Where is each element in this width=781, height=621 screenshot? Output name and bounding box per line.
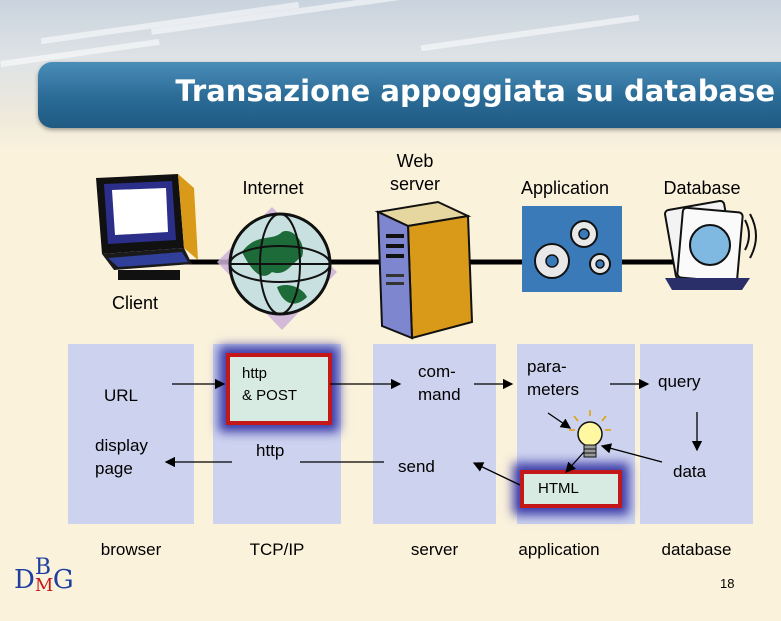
- gears-icon: [522, 206, 622, 292]
- title-bar: Transazione appoggiata su database: [38, 62, 781, 128]
- layer-label-database: database: [661, 540, 732, 559]
- send-text: send: [398, 457, 435, 476]
- layer-label-tcpip: TCP/IP: [249, 540, 305, 559]
- database-icon: [664, 200, 757, 290]
- dbmg-logo: D B M G: [14, 555, 74, 596]
- command-line1: com-: [418, 362, 456, 381]
- url-text: URL: [104, 386, 139, 405]
- client-label: Client: [111, 293, 159, 313]
- query-text: query: [658, 372, 701, 391]
- arrow-html-to-send: [472, 462, 521, 486]
- parameters-line2: meters: [527, 380, 579, 399]
- arrow-params-to-bulb: [547, 412, 572, 429]
- display-page-line1: display: [95, 436, 148, 455]
- layer-label-browser: browser: [100, 540, 162, 559]
- arrow-bulb-to-html: [565, 451, 585, 473]
- page-number: 18: [720, 576, 735, 591]
- browser-panel: [68, 344, 194, 524]
- logo-letter-m: M: [34, 575, 54, 596]
- logo-letter-d: D: [14, 565, 35, 595]
- logo-letter-g: G: [52, 565, 74, 595]
- html-text: HTML: [538, 480, 579, 497]
- parameters-line1: para-: [527, 357, 567, 376]
- database-label: Database: [663, 178, 741, 198]
- command-line2: mand: [418, 385, 461, 404]
- layer-label-application: application: [518, 540, 600, 559]
- web-server-label-line1: Web: [396, 151, 434, 171]
- logo-letter-b: B: [34, 555, 52, 580]
- server-panel: [373, 344, 496, 524]
- server-tower-icon: [374, 200, 474, 340]
- arrow-data-to-bulb: [600, 443, 663, 463]
- slide-title: Transazione appoggiata su database: [175, 74, 775, 108]
- data-text: data: [673, 462, 707, 481]
- globe-icon: [217, 207, 337, 330]
- http-response-text: http: [256, 441, 285, 460]
- layer-label-server: server: [410, 540, 459, 559]
- internet-label: Internet: [242, 178, 304, 198]
- application-label: Application: [520, 178, 610, 198]
- http-post-line1: http: [242, 365, 268, 382]
- display-page-line2: page: [95, 459, 133, 478]
- http-post-box: http & POST: [226, 353, 332, 425]
- computer-icon: [96, 174, 198, 280]
- web-server-label-line2: server: [389, 174, 440, 194]
- http-post-line2: & POST: [242, 387, 298, 404]
- lightbulb-icon: [569, 410, 611, 458]
